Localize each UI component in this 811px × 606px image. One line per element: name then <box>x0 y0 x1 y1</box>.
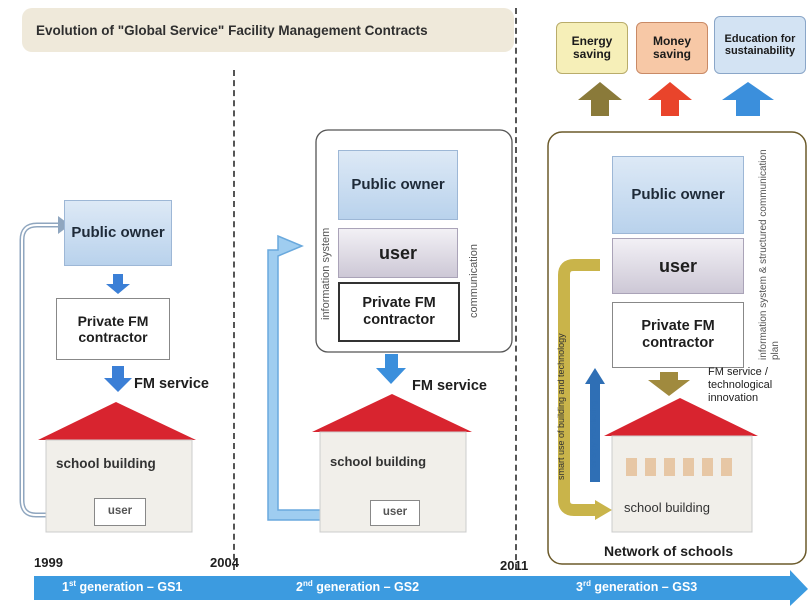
gs2-private-fm-contractor: Private FM contractor <box>338 282 460 342</box>
gs2-user-box: user <box>370 500 420 526</box>
goal-money-saving: Money saving <box>636 22 708 74</box>
goal-arrow-energy <box>578 82 622 116</box>
separator-2 <box>515 8 517 570</box>
gs3-information-plan-label: information system & structured communic… <box>758 149 781 360</box>
gs1-feedback-loop-inner <box>21 224 92 516</box>
year-2011: 2011 <box>500 558 529 573</box>
gs1-fm-service-label: FM service <box>134 376 209 392</box>
goal-energy-saving: Energy saving <box>556 22 628 74</box>
gs3-smart-use-label: smart use of building and technology <box>556 333 566 480</box>
gs3-user: user <box>612 238 744 294</box>
gs3-service-arrow <box>648 372 690 396</box>
gs3-energy-monitoring-label: energy monitoring <box>588 399 598 468</box>
gs3-private-fm-contractor: Private FM contractor <box>612 302 744 368</box>
gs1-public-owner: Public owner <box>64 200 172 266</box>
gs1-down-arrow <box>106 274 130 294</box>
gs1-user-box: user <box>94 498 146 526</box>
diagram-title: Evolution of "Global Service" Facility M… <box>22 8 514 52</box>
gs3-smart-loop-arrowhead <box>595 500 612 520</box>
goal-arrow-money <box>648 82 692 116</box>
gs3-energy-arrow-shaft <box>590 382 600 482</box>
gs2-roof <box>312 394 472 432</box>
gs3-house-body <box>611 435 753 533</box>
year-1999: 1999 <box>34 555 63 570</box>
gs3-smart-loop <box>558 259 600 516</box>
goal-education: Education for sustainability <box>714 16 806 74</box>
gs2-service-arrow <box>376 354 406 384</box>
goal-arrow-education <box>722 82 774 116</box>
gs1-private-fm-contractor: Private FM contractor <box>56 298 170 360</box>
gs3-energy-arrowhead <box>585 368 605 384</box>
generation-3: 3rd generation – GS3 <box>576 579 698 595</box>
gs1-roof <box>38 402 196 440</box>
gs2-user: user <box>338 228 458 278</box>
gs2-school-building-label: school building <box>330 454 427 469</box>
gs3-fm-service-label: FM service / technological innovation <box>708 366 773 405</box>
gs1-school-building-label: school building <box>56 456 156 471</box>
gs3-school-building-label: school building <box>624 500 711 515</box>
year-2004: 2004 <box>210 555 239 570</box>
gs3-network-label: Network of schools <box>604 543 734 559</box>
gs3-roof <box>604 398 758 436</box>
gs1-service-arrow <box>104 366 132 392</box>
gs2-fm-service-label: FM service <box>412 378 487 394</box>
gs3-public-owner: Public owner <box>612 156 744 234</box>
timeline-arrow <box>34 570 808 606</box>
gs3-windows <box>626 458 732 476</box>
gs2-public-owner: Public owner <box>338 150 458 220</box>
gs2-communication-label: communication <box>468 244 480 318</box>
generation-1: 1st generation – GS1 <box>62 579 183 595</box>
gs2-information-system-label: information system <box>320 227 332 320</box>
separator-1 <box>233 70 235 570</box>
gs2-feedback-arrow <box>267 234 349 521</box>
generation-2: 2nd generation – GS2 <box>296 579 420 595</box>
